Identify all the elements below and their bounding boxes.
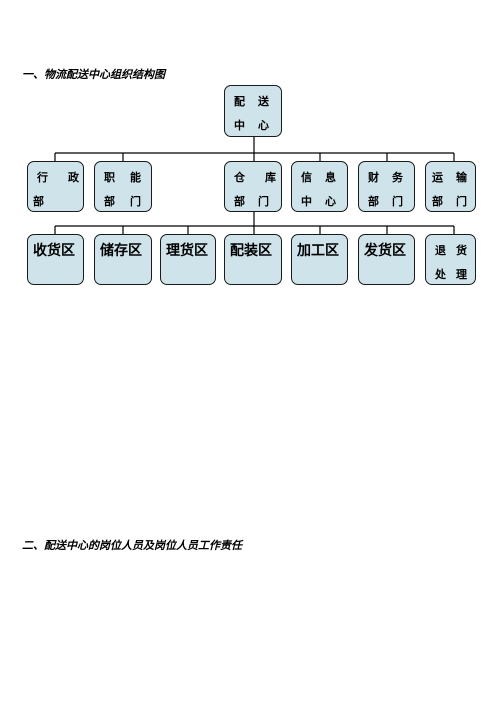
org-node-functional-dept: 职 能 部 门 — [94, 161, 152, 212]
org-node-transport-dept: 运 输 部 门 — [425, 161, 476, 212]
org-node-processing-area: 加工区 — [291, 234, 348, 285]
char: 息 — [325, 171, 336, 184]
char: 货 — [456, 244, 467, 257]
char: 理 — [456, 268, 467, 281]
char: 心 — [258, 119, 269, 132]
org-node-finance-dept: 财 务 部 门 — [358, 161, 415, 212]
char: 心 — [325, 195, 336, 208]
char: 职 — [104, 171, 115, 184]
char: 输 — [456, 171, 467, 184]
char: 能 — [130, 171, 141, 184]
char: 部 — [33, 195, 44, 208]
org-node-sorting-area: 理货区 — [160, 234, 216, 285]
org-node-receiving-area: 收货区 — [27, 234, 84, 285]
char: 部 — [432, 195, 443, 208]
char: 中 — [234, 119, 245, 132]
section-2-heading: 二、配送中心的岗位人员及岗位人员工作责任 — [22, 539, 242, 552]
char: 行 — [37, 171, 48, 184]
char: 部 — [368, 195, 379, 208]
org-node-storage-area: 储存区 — [94, 234, 152, 285]
area-label: 收货区 — [33, 243, 75, 259]
char: 部 — [234, 195, 245, 208]
area-label: 理货区 — [166, 243, 208, 259]
char: 仓 — [234, 171, 245, 184]
org-node-administration: 行 政 部 — [27, 161, 84, 212]
char: 政 — [68, 171, 79, 184]
org-node-information-center: 信 息 中 心 — [291, 161, 348, 212]
char: 务 — [392, 171, 403, 184]
char: 送 — [258, 95, 269, 108]
char: 门 — [392, 195, 403, 208]
area-label: 配装区 — [230, 243, 272, 259]
char: 运 — [432, 171, 443, 184]
char: 财 — [368, 171, 379, 184]
area-label: 发货区 — [364, 243, 406, 259]
org-node-returns-processing: 退 货 处 理 — [425, 234, 476, 285]
area-label: 储存区 — [100, 243, 142, 259]
area-label: 加工区 — [297, 243, 339, 259]
org-node-assembly-area: 配装区 — [224, 234, 282, 285]
char: 退 — [435, 244, 446, 257]
org-node-warehouse-dept: 仓 库 部 门 — [224, 161, 282, 212]
char: 部 — [104, 195, 115, 208]
char: 配 — [234, 95, 245, 108]
char: 处 — [435, 268, 446, 281]
char: 信 — [301, 171, 312, 184]
char: 中 — [301, 195, 312, 208]
char: 门 — [130, 195, 141, 208]
char: 库 — [265, 171, 276, 184]
section-1-heading: 一、物流配送中心组织结构图 — [22, 68, 165, 81]
char: 门 — [258, 195, 269, 208]
org-node-shipping-area: 发货区 — [358, 234, 415, 285]
char: 门 — [456, 195, 467, 208]
org-node-distribution-center: 配 送 中 心 — [224, 85, 282, 137]
